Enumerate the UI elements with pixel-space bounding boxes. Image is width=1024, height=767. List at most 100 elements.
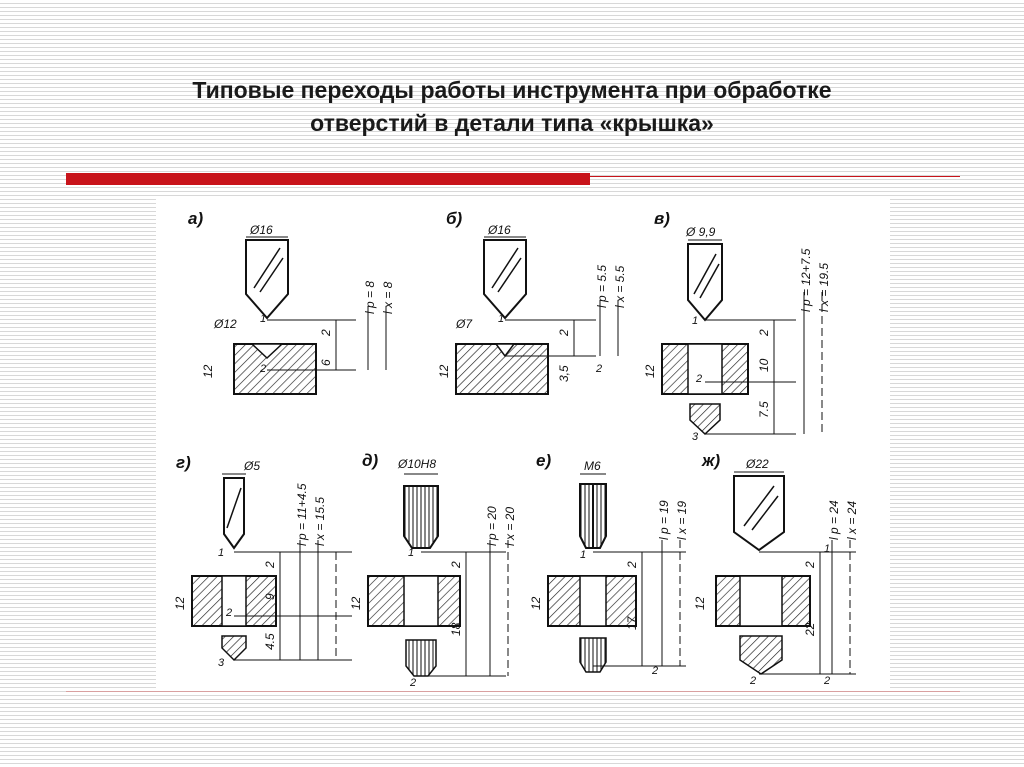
panel-g-label: г) — [176, 453, 191, 472]
slide-title: Типовые переходы работы инструмента при … — [80, 74, 944, 140]
panel-v-drill-exit — [689, 403, 721, 436]
panel-zh-countersink-exit — [739, 635, 783, 675]
panel-b-dim-depth: 3,5 — [557, 365, 571, 382]
panel-d-reamer-tool — [403, 485, 439, 549]
slide-title-line-1: Типовые переходы работы инструмента при … — [192, 77, 832, 103]
panel-a-drill-tool — [245, 239, 289, 320]
panel-e-thickness: 12 — [529, 596, 543, 610]
panel-d-point-1: 1 — [408, 547, 414, 559]
panel-g-drill-exit — [221, 635, 247, 662]
panel-a: а) Ø16 Ø12 1 2 12 2 6 l p = 8 l — [188, 209, 395, 395]
panel-a-dim-approach: 2 — [319, 329, 333, 337]
panel-b-label: б) — [446, 209, 463, 228]
panel-b-lx: l x = 5.5 — [613, 265, 627, 308]
panel-b-point-1: 1 — [498, 313, 504, 325]
panel-b-lp: l p = 5.5 — [595, 265, 609, 308]
panel-a-lp: l p = 8 — [363, 281, 377, 314]
panel-zh-countersink-tool — [733, 475, 785, 552]
panel-v-dim-approach: 2 — [757, 329, 771, 337]
footer-rule — [66, 691, 960, 692]
panel-a-workpiece — [233, 343, 317, 395]
panel-zh-workpiece — [715, 575, 811, 627]
panel-v-dim-exit: 7.5 — [757, 401, 771, 418]
panel-zh-thickness: 12 — [693, 596, 707, 610]
panel-b-hole-diameter: Ø7 — [455, 317, 473, 331]
panel-zh-tool-diameter: Ø22 — [745, 457, 769, 471]
panel-zh-dim-approach: 2 — [803, 561, 817, 569]
title-accent-line — [590, 176, 960, 177]
panel-e-lx: l x = 19 — [675, 501, 689, 540]
panel-b-thickness: 12 — [437, 364, 451, 378]
panel-e-point-2: 2 — [651, 665, 658, 677]
panel-zh-point-2b: 2 — [823, 675, 830, 687]
panel-d-label: д) — [362, 451, 379, 470]
panel-v-lp: l p = 12+7.5 — [799, 248, 813, 312]
panel-a-tool-diameter: Ø16 — [249, 223, 273, 237]
panel-g-workpiece — [191, 575, 277, 627]
slide-title-line-2: отверстий в детали типа «крышка» — [310, 110, 714, 136]
panel-a-point-1: 1 — [260, 313, 266, 325]
panel-v-drill-tool — [687, 243, 723, 322]
panel-a-hole-diameter: Ø12 — [213, 317, 237, 331]
panel-d-workpiece — [367, 575, 461, 627]
panel-b-dim-approach: 2 — [557, 329, 571, 337]
panel-zh-lp: l p = 24 — [827, 500, 841, 540]
panel-g-point-1: 1 — [218, 547, 224, 559]
panel-d-lp: l p = 20 — [485, 506, 499, 546]
panel-b-tool-diameter: Ø16 — [487, 223, 511, 237]
panel-d-point-2: 2 — [409, 677, 416, 689]
panel-g-lx: l x = 15.5 — [313, 497, 327, 546]
panel-g-tool-diameter: Ø5 — [243, 459, 260, 473]
panel-e-lp: l p = 19 — [657, 500, 671, 540]
panel-zh-label: ж) — [701, 451, 721, 470]
panel-d-thickness: 12 — [349, 596, 363, 610]
panel-g-dim-approach: 2 — [263, 561, 277, 569]
panel-e-workpiece — [547, 575, 637, 627]
panel-d-tool-diameter: Ø10Н8 — [397, 457, 436, 471]
panel-v-lx: l x = 19.5 — [817, 263, 831, 312]
panel-v-dim-thickness: 10 — [757, 358, 771, 372]
panel-a-point-2: 2 — [259, 363, 266, 375]
panel-g-lp: l p = 11+4.5 — [295, 483, 309, 546]
panel-v-point-1: 1 — [692, 315, 698, 327]
panel-a-label: а) — [188, 209, 203, 228]
panel-b: б) Ø16 Ø7 1 2 12 2 3,5 l p = 5.5 — [437, 209, 627, 395]
machining-diagram-svg: а) Ø16 Ø12 1 2 12 2 6 l p = 8 l — [173, 209, 859, 689]
panel-e-tap-exit — [579, 637, 607, 673]
panel-e-tap-tool — [579, 483, 607, 549]
panel-g-drill-tool — [223, 477, 245, 550]
title-accent-bar — [66, 173, 590, 185]
panel-a-lx: l x = 8 — [381, 281, 395, 314]
panel-g: г) Ø5 1 2 3 12 2 9 4.5 — [173, 453, 352, 669]
panel-g-dim-exit: 4.5 — [263, 633, 277, 650]
panel-zh: ж) Ø22 2 12 2 1 2 22 — [693, 451, 859, 687]
panel-b-workpiece — [455, 343, 549, 395]
panel-e-label: е) — [536, 451, 551, 470]
panel-v-label: в) — [654, 209, 670, 228]
panel-g-point-2: 2 — [225, 607, 232, 619]
machining-diagram-figure: а) Ø16 Ø12 1 2 12 2 6 l p = 8 l — [156, 196, 890, 690]
panel-a-dim-depth: 6 — [319, 359, 333, 366]
panel-d-reamer-exit — [405, 639, 437, 677]
panel-zh-lx: l x = 24 — [845, 501, 859, 540]
panel-b-point-2: 2 — [595, 363, 602, 375]
panel-d-dim-approach: 2 — [449, 561, 463, 569]
panel-v: в) Ø 9,9 1 2 3 12 2 10 — [643, 209, 831, 443]
panel-b-drill-tool — [483, 239, 527, 320]
panel-v-point-3: 3 — [692, 431, 699, 443]
panel-e-dim-travel: 17 — [625, 615, 639, 630]
panel-v-workpiece — [661, 343, 749, 395]
panel-zh-point-1: 1 — [824, 543, 830, 555]
panel-g-thickness: 12 — [173, 596, 187, 610]
panel-d-dim-travel: 18 — [449, 622, 463, 636]
panel-g-point-3: 3 — [218, 657, 225, 669]
panel-v-point-2: 2 — [695, 373, 702, 385]
panel-e-tool-size: М6 — [584, 459, 601, 473]
panel-zh-point-2: 2 — [749, 675, 756, 687]
panel-e-dim-approach: 2 — [625, 561, 639, 569]
panel-e-point-1: 1 — [580, 549, 586, 561]
panel-d: д) Ø10Н8 1 2 12 2 18 l p = 20 l — [349, 451, 517, 689]
panel-e: е) М6 1 2 12 2 17 l p = 19 — [529, 451, 689, 677]
panel-g-dim-thickness: 9 — [263, 593, 277, 600]
panel-a-thickness: 12 — [201, 364, 215, 378]
